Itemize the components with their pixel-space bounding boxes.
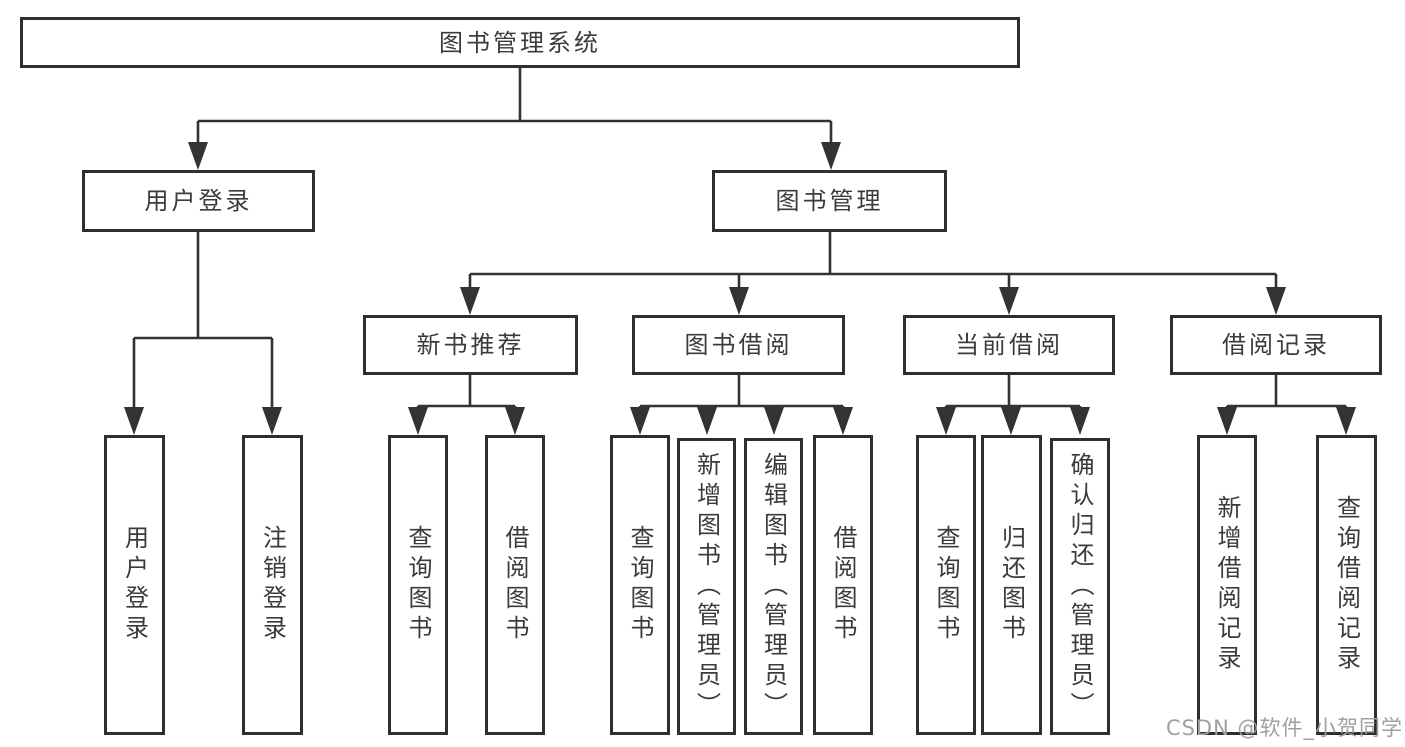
node-query-books-borrowing: 查询图书: [610, 435, 670, 735]
node-book-management: 图书管理: [712, 170, 947, 232]
node-add-books-admin-label: 新增图书（管理员）: [692, 451, 721, 722]
arrowhead-down-icon: [262, 407, 282, 435]
arrowhead-down-icon: [999, 287, 1019, 315]
node-return-books: 归还图书: [981, 435, 1042, 735]
arrowhead-down-icon: [408, 407, 428, 435]
node-borrow-books-borrowing: 借阅图书: [813, 435, 873, 735]
node-query-books-current: 查询图书: [916, 435, 976, 735]
node-edit-books-admin-label: 编辑图书（管理员）: [759, 451, 788, 722]
node-borrow-books-borrowing-label: 借阅图书: [829, 525, 857, 645]
node-add-books-admin: 新增图书（管理员）: [677, 438, 736, 735]
arrowhead-down-icon: [764, 407, 784, 435]
node-add-borrow-record: 新增借阅记录: [1197, 435, 1257, 735]
arrowhead-down-icon: [460, 287, 480, 315]
node-book-borrowing-label: 图书借阅: [684, 331, 793, 359]
watermark-text: CSDN @软件_小贺同学: [1165, 716, 1403, 740]
node-user-login-leaf-label: 用户登录: [120, 525, 149, 645]
node-borrow-books-recommend: 借阅图书: [485, 435, 545, 735]
node-user-login-label: 用户登录: [144, 187, 253, 215]
node-query-borrow-record-label: 查询借阅记录: [1332, 495, 1361, 675]
arrowhead-down-icon: [630, 407, 650, 435]
node-library-system-label: 图书管理系统: [439, 28, 601, 57]
node-return-books-label: 归还图书: [997, 525, 1026, 645]
arrowhead-down-icon: [1336, 407, 1356, 435]
node-borrow-books-recommend-label: 借阅图书: [501, 525, 529, 645]
arrowhead-down-icon: [821, 142, 841, 170]
arrowhead-down-icon: [124, 407, 144, 435]
node-current-borrowing: 当前借阅: [903, 315, 1115, 375]
node-book-borrowing: 图书借阅: [632, 315, 845, 375]
node-current-borrowing-label: 当前借阅: [955, 331, 1063, 359]
arrowhead-down-icon: [697, 407, 717, 435]
node-book-management-label: 图书管理: [775, 187, 884, 215]
node-confirm-return-admin-label: 确认归还（管理员）: [1066, 451, 1094, 722]
node-logout-label: 注销登录: [258, 525, 287, 645]
arrowhead-down-icon: [729, 287, 749, 315]
node-edit-books-admin: 编辑图书（管理员）: [744, 438, 803, 735]
arrowhead-down-icon: [833, 407, 853, 435]
arrowhead-down-icon: [1070, 407, 1090, 435]
arrowhead-down-icon: [936, 407, 956, 435]
node-query-books-current-label: 查询图书: [932, 525, 960, 645]
node-borrowing-records: 借阅记录: [1170, 315, 1382, 375]
node-query-borrow-record: 查询借阅记录: [1316, 435, 1377, 735]
node-add-borrow-record-label: 新增借阅记录: [1213, 495, 1241, 675]
node-confirm-return-admin: 确认归还（管理员）: [1050, 438, 1110, 735]
arrowhead-down-icon: [1001, 407, 1021, 435]
node-query-books-recommend-label: 查询图书: [404, 525, 432, 645]
node-new-book-recommend-label: 新书推荐: [416, 331, 525, 359]
node-query-books-recommend: 查询图书: [388, 435, 448, 735]
arrowhead-down-icon: [1266, 287, 1286, 315]
node-new-book-recommend: 新书推荐: [363, 315, 578, 375]
node-logout: 注销登录: [242, 435, 303, 735]
arrowhead-down-icon: [1217, 407, 1237, 435]
node-library-system: 图书管理系统: [20, 17, 1020, 68]
arrowhead-down-icon: [188, 142, 208, 170]
node-borrowing-records-label: 借阅记录: [1222, 331, 1330, 359]
arrowhead-down-icon: [505, 407, 525, 435]
node-user-login-leaf: 用户登录: [104, 435, 165, 735]
node-user-login: 用户登录: [82, 170, 315, 232]
node-query-books-borrowing-label: 查询图书: [626, 525, 654, 645]
